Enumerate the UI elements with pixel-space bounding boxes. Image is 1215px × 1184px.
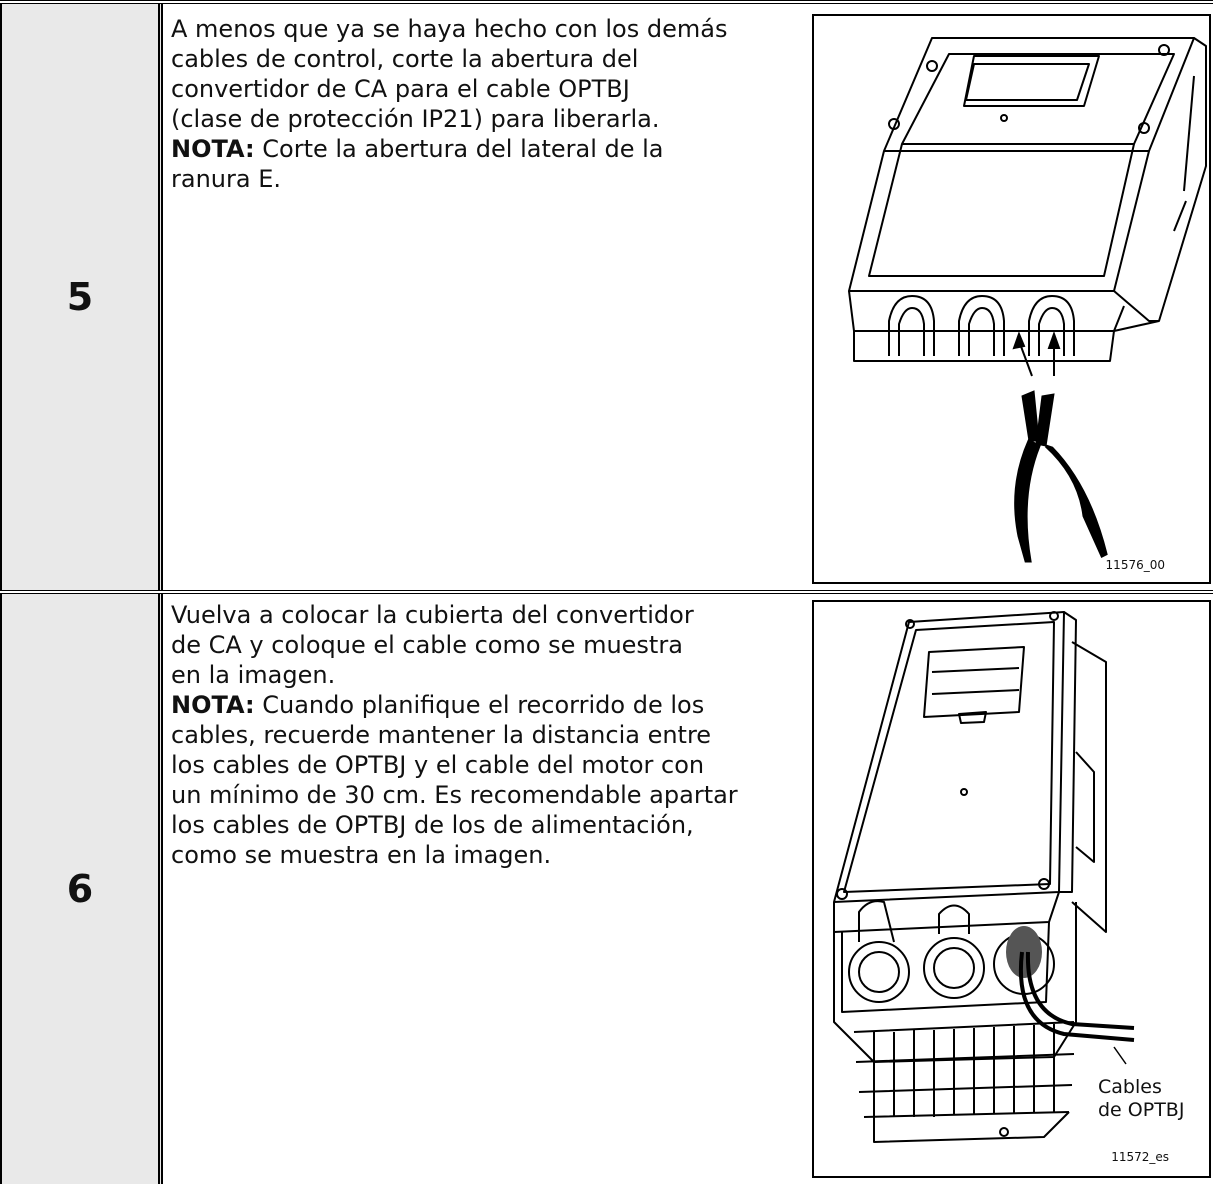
step-6-figure: Cables de OPTBJ 11572_es <box>812 600 1211 1178</box>
step-text-line: en la imagen. <box>171 661 336 689</box>
step-text-line: Vuelva a colocar la cubierta del convert… <box>171 601 694 629</box>
step-row-5: 5 A menos que ya se haya hecho con los d… <box>0 4 1213 590</box>
note-label: NOTA: <box>171 135 255 163</box>
step-text-cell: A menos que ya se haya hecho con los dem… <box>163 4 803 590</box>
note-text: un mínimo de 30 cm. Es recomendable apar… <box>171 781 738 809</box>
note-text: los cables de OPTBJ y el cable del motor… <box>171 751 705 779</box>
note-text: cables, recuerde mantener la distancia e… <box>171 721 712 749</box>
row-divider <box>0 590 1213 594</box>
step-text-line: A menos que ya se haya hecho con los dem… <box>171 15 728 43</box>
drive-cable-routing-illustration <box>833 611 1135 1143</box>
drive-cutout-illustration <box>848 37 1207 563</box>
step-number-cell: 5 <box>0 4 163 590</box>
step-number-cell: 6 <box>0 594 163 1184</box>
step-text-line: cables de control, corte la abertura del <box>171 45 639 73</box>
step-5-figure: 11576_00 <box>812 14 1211 584</box>
step-text-cell: Vuelva a colocar la cubierta del convert… <box>163 594 803 1184</box>
figure-code: 11576_00 <box>1105 558 1165 572</box>
table-top-border <box>0 0 1213 4</box>
note-label: NOTA: <box>171 691 255 719</box>
note-text: ranura E. <box>171 165 281 193</box>
note-text: los cables de OPTBJ de los de alimentaci… <box>171 811 694 839</box>
step-text-line: convertidor de CA para el cable OPTBJ <box>171 75 630 103</box>
figure-caption-line: Cables <box>1098 1076 1162 1098</box>
step-row-6: 6 Vuelva a colocar la cubierta del conve… <box>0 594 1213 1184</box>
figure-caption-line: de OPTBJ <box>1098 1099 1185 1121</box>
step-text-line: (clase de protección IP21) para liberarl… <box>171 105 660 133</box>
step-text-line: de CA y coloque el cable como se muestra <box>171 631 683 659</box>
note-text: como se muestra en la imagen. <box>171 841 552 869</box>
step-number: 6 <box>66 867 94 911</box>
step-number: 5 <box>66 275 94 319</box>
figure-code: 11572_es <box>1111 1150 1169 1164</box>
note-text: Corte la abertura del lateral de la <box>254 135 664 163</box>
note-text: Cuando planifique el recorrido de los <box>254 691 705 719</box>
